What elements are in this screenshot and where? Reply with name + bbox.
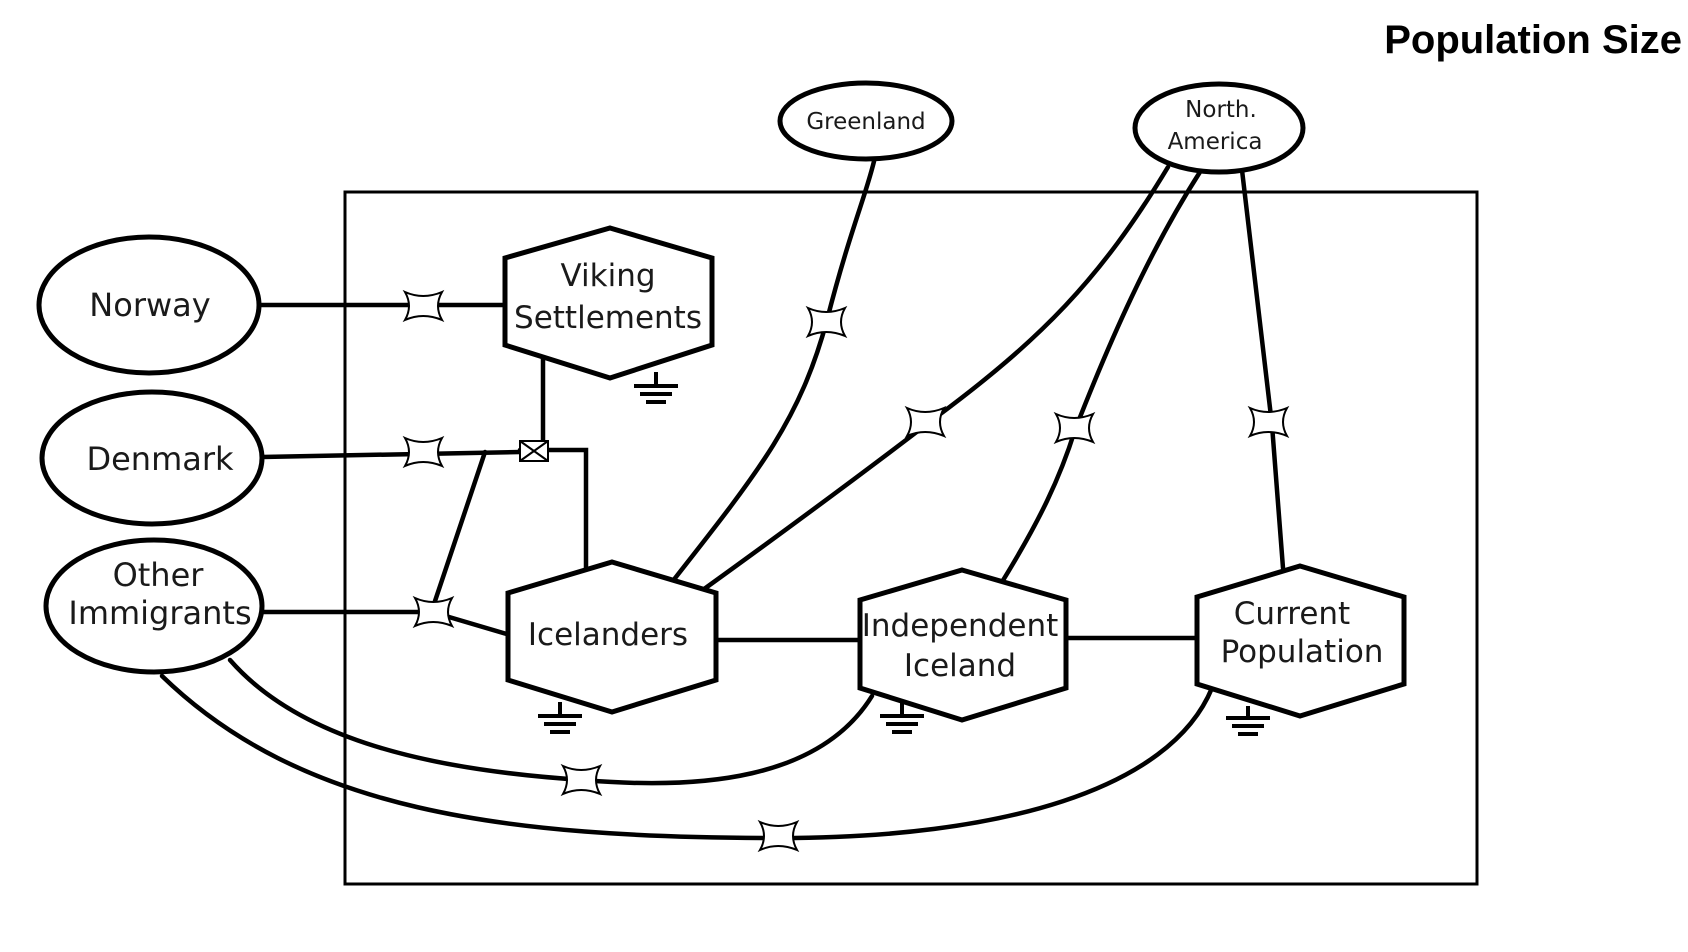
source-norway: Norway <box>36 234 262 376</box>
valve-denmark <box>402 435 445 469</box>
stock-viking-settlements: Viking Settlements <box>502 225 715 381</box>
other-label: Other <box>113 556 205 594</box>
flow-icelanders-to-north-america <box>697 164 1171 595</box>
stock-icelanders: Icelanders <box>505 559 719 715</box>
sink-current <box>1226 706 1270 736</box>
settlements-label: Settlements <box>514 300 702 336</box>
diagram-title: Population Size <box>1384 18 1682 62</box>
sink-viking <box>634 372 678 404</box>
flow-valves <box>402 289 1290 853</box>
flow-current-to-north-america <box>1239 167 1286 571</box>
valve-current-north-america <box>1247 405 1290 439</box>
sink-independent <box>880 702 924 734</box>
system-boundary <box>343 190 1479 886</box>
stock-current-population: Current Population <box>1194 563 1407 719</box>
north-label: North. <box>1185 97 1257 123</box>
independent-label: Independent <box>862 608 1059 644</box>
immigrants-label: Immigrants <box>68 594 251 632</box>
norway-label: Norway <box>89 286 210 324</box>
flow-current-to-other <box>159 673 1215 841</box>
viking-label: Viking <box>560 258 655 294</box>
flow-junction-to-icelanders <box>517 447 589 571</box>
flow-lines <box>159 154 1286 841</box>
sink-icelanders <box>538 702 582 734</box>
greenland-label: Greenland <box>806 109 925 135</box>
source-other-immigrants: Other Immigrants <box>43 537 265 675</box>
current-label: Current <box>1234 596 1350 632</box>
flow-independent-to-north-america <box>999 169 1203 585</box>
iceland-label: Iceland <box>904 648 1016 684</box>
flow-other-to-icelanders <box>259 609 513 638</box>
source-north-america: North. America <box>1132 81 1306 175</box>
valve-other <box>412 595 455 629</box>
denmark-label: Denmark <box>86 440 234 478</box>
valve-greenland <box>805 305 848 339</box>
flow-denmark-to-junction <box>259 449 523 460</box>
source-greenland: Greenland <box>777 80 955 162</box>
source-denmark: Denmark <box>39 389 265 527</box>
stock-independent-iceland: Independent Iceland <box>857 567 1069 723</box>
america-label: America <box>1168 129 1263 155</box>
valve-independent-north-america <box>1053 411 1096 445</box>
icelanders-label: Icelanders <box>528 617 688 653</box>
valve-independent-other <box>560 763 603 797</box>
valve-current-other <box>757 819 800 853</box>
flow-icelanders-to-greenland <box>669 154 878 585</box>
valve-junction <box>519 440 549 462</box>
flow-other-to-junction <box>429 449 488 613</box>
population-label: Population <box>1221 634 1384 670</box>
valve-norway <box>402 289 445 323</box>
valve-icelanders-north-america <box>904 405 947 439</box>
